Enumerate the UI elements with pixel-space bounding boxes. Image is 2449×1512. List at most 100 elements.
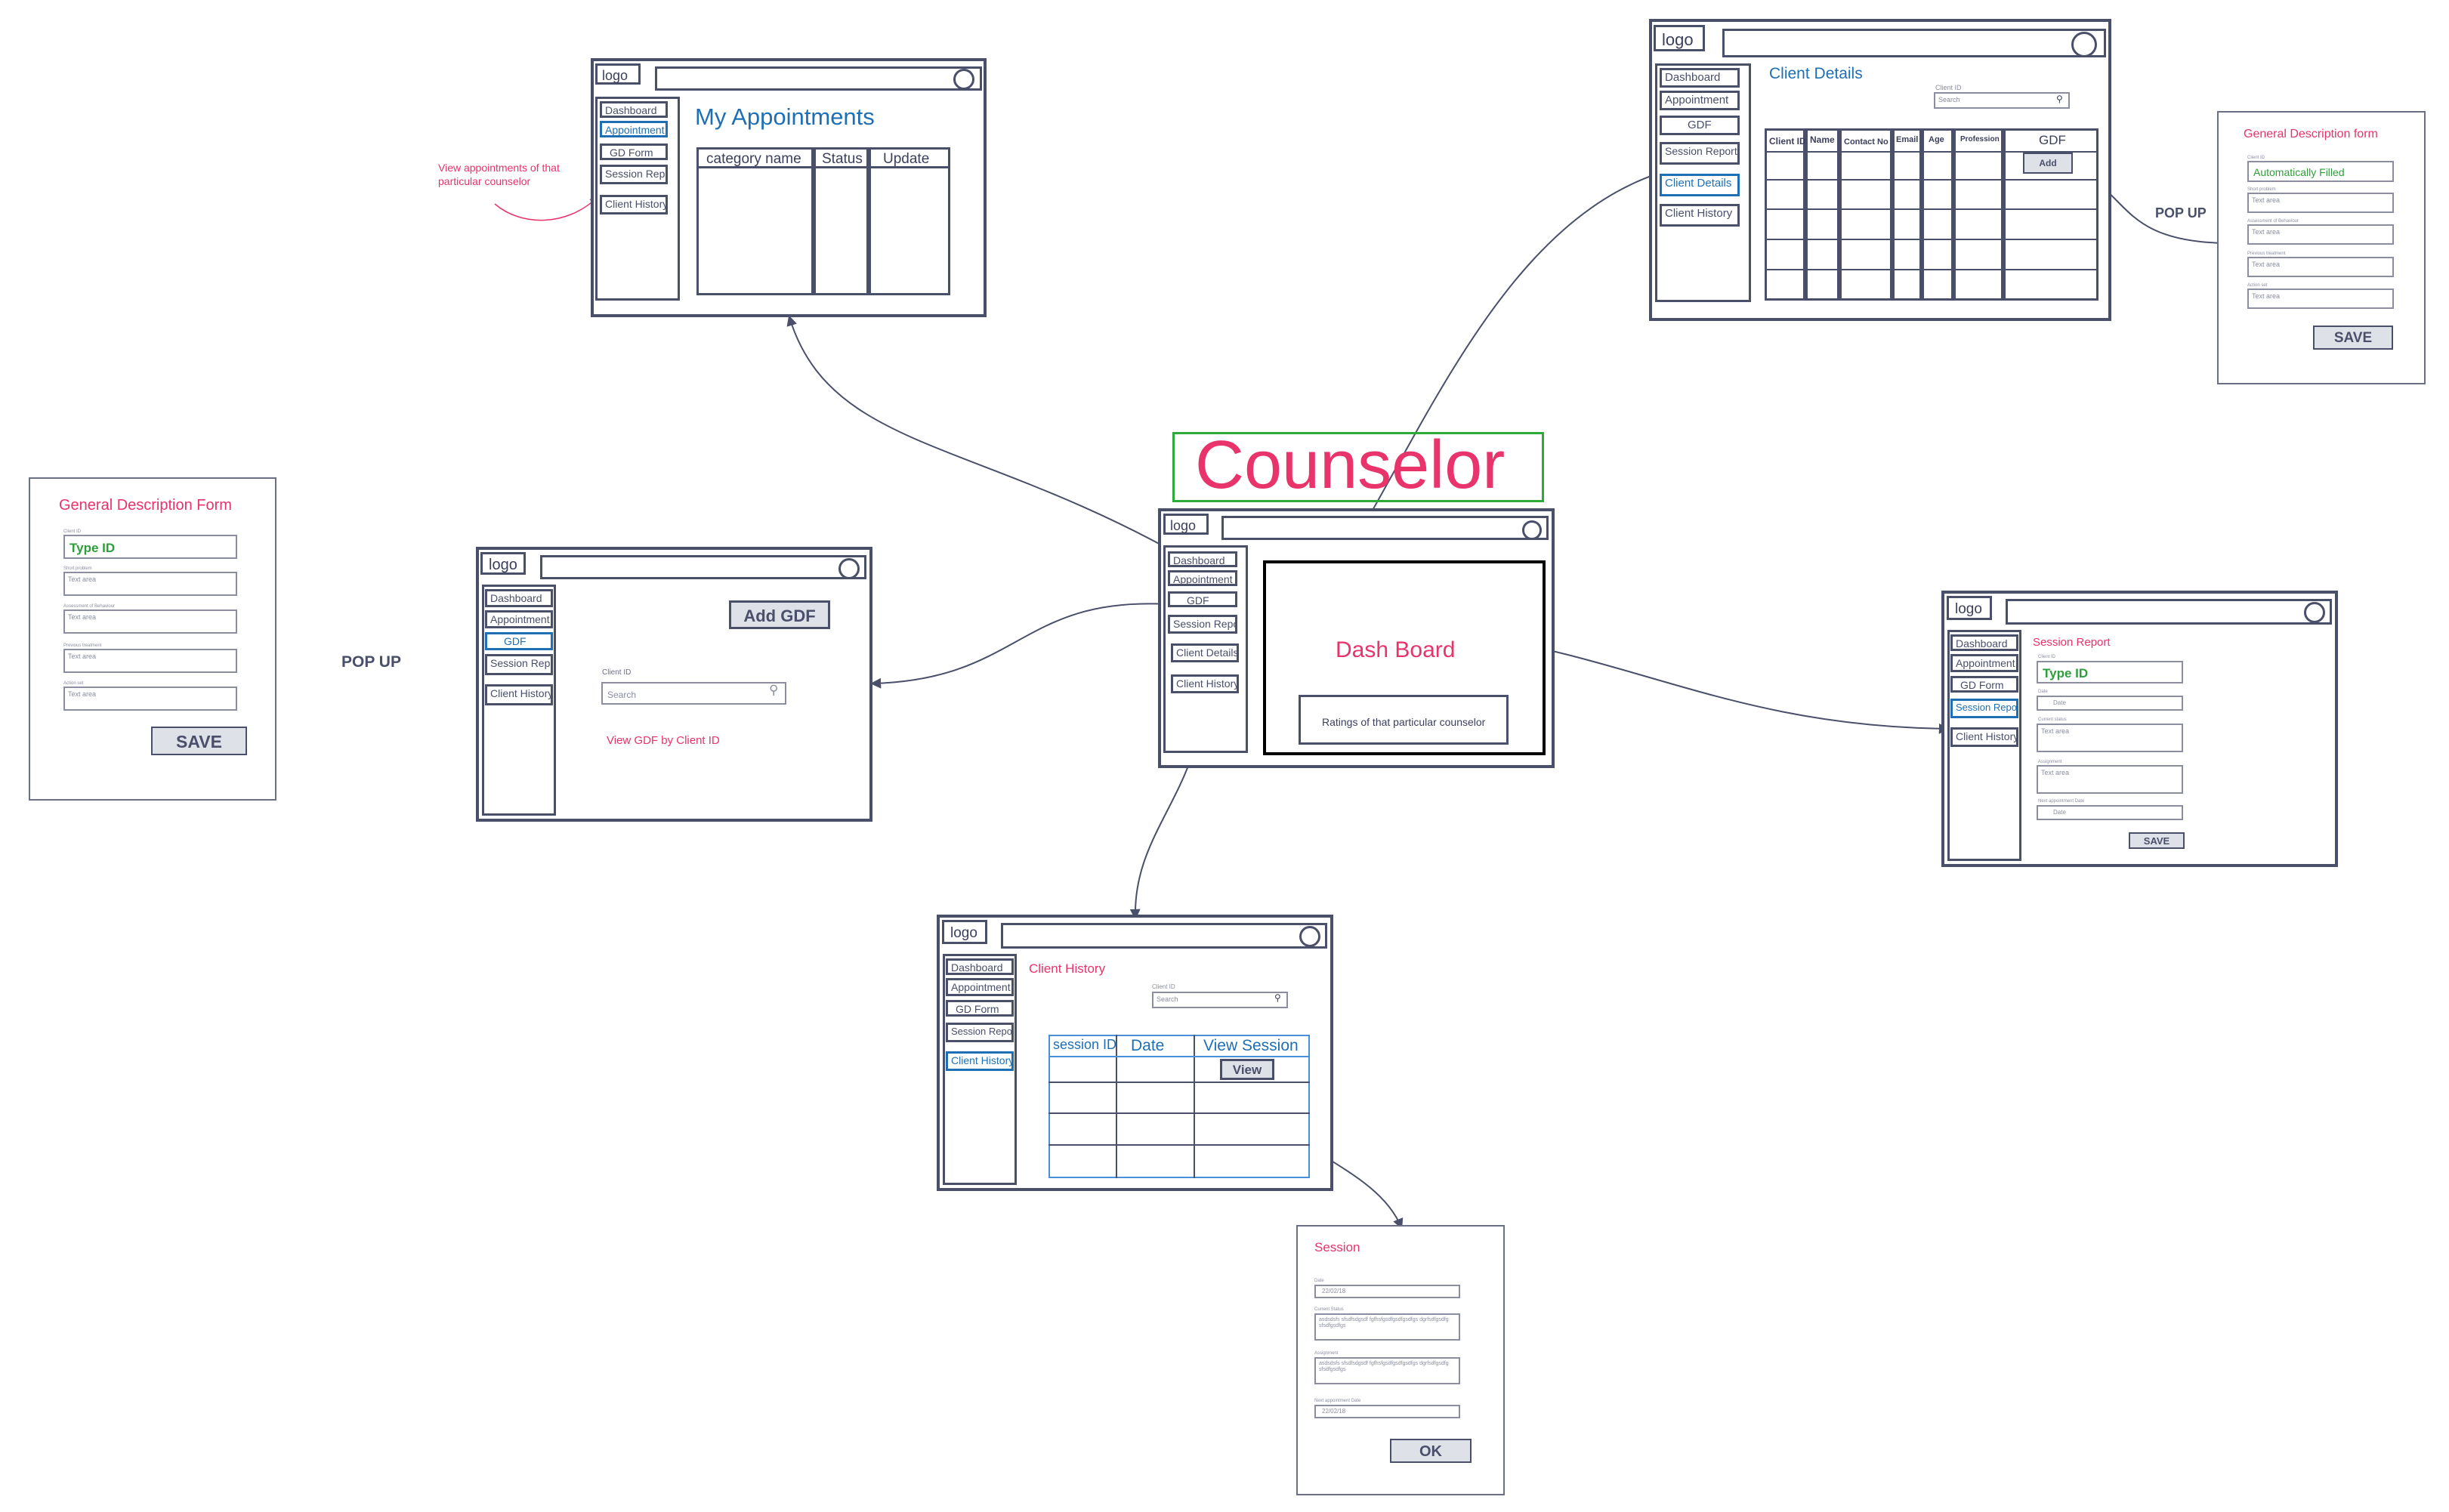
gdl-field-3[interactable]: Text area: [63, 649, 237, 673]
gdr-field-1[interactable]: Text area: [2247, 193, 2394, 213]
gdr-save-button[interactable]: SAVE: [2313, 326, 2393, 350]
sr-nav-appointment[interactable]: Appointment: [1950, 654, 2018, 672]
client-details-nav-client-history[interactable]: Client History: [1660, 204, 1740, 227]
appointments-nav-dashboard[interactable]: Dashboard: [600, 101, 668, 118]
gdl-save-button[interactable]: SAVE: [151, 727, 247, 755]
gdl-field-2[interactable]: Text area: [63, 609, 237, 634]
ch-nav-session-report[interactable]: Session Report: [946, 1023, 1014, 1042]
gdr-label-0: Client ID: [2247, 156, 2265, 160]
gdl-field-4[interactable]: Text area: [63, 687, 237, 711]
gdf-nav-gdf[interactable]: GDF: [485, 632, 553, 650]
ch-table: [1048, 1035, 1310, 1178]
dashboard-search-bar[interactable]: [1221, 516, 1549, 540]
dashboard-panel: [1263, 560, 1546, 755]
gdf-profile-icon[interactable]: [838, 558, 860, 579]
client-details-profile-icon[interactable]: [2071, 32, 2097, 57]
ch-nav-dashboard[interactable]: Dashboard: [946, 958, 1014, 975]
ch-col-line-2: [1194, 1035, 1195, 1178]
cd-col-name: Name: [1805, 128, 1839, 301]
ch-search-icon: ⚲: [1274, 992, 1281, 1003]
sr-status-area[interactable]: Text area: [2037, 724, 2183, 752]
gdr-field-2[interactable]: Text area: [2247, 224, 2394, 245]
ch-nav-client-history[interactable]: Client History: [946, 1051, 1014, 1071]
gdl-client-id-input[interactable]: Type ID: [63, 535, 237, 559]
cd-add-button[interactable]: Add: [2023, 153, 2073, 174]
client-details-search-bar[interactable]: [1722, 29, 2106, 57]
gdf-note: View GDF by Client ID: [607, 734, 720, 747]
client-history-logo: logo: [942, 920, 987, 944]
session-report-search-bar[interactable]: [2006, 599, 2332, 625]
client-details-nav-appointment[interactable]: Appointment: [1660, 91, 1740, 110]
sidebar-item-client-history[interactable]: Client History: [1171, 674, 1239, 693]
appointments-search-bar[interactable]: [655, 66, 982, 91]
gdr-field-4[interactable]: Text area: [2247, 289, 2394, 309]
sidebar-item-client-details[interactable]: Client Details: [1171, 643, 1239, 662]
appointments-col-status: Status: [814, 147, 869, 295]
ch-row-line-3: [1048, 1112, 1310, 1114]
sidebar-item-session-report[interactable]: Session Report: [1168, 615, 1237, 634]
sidebar-item-dashboard[interactable]: Dashboard: [1168, 551, 1237, 567]
dashboard-logo: logo: [1163, 514, 1209, 535]
sr-label-1: Date: [2038, 690, 2048, 694]
appointments-nav-session-report[interactable]: Session Report: [600, 165, 668, 184]
session-label-3: Next appointment Date: [1314, 1399, 1361, 1403]
client-details-nav-dashboard[interactable]: Dashboard: [1660, 68, 1740, 88]
ch-row-line-1: [1048, 1056, 1310, 1057]
gdf-nav-appointment[interactable]: Appointment: [485, 610, 553, 628]
client-history-profile-icon[interactable]: [1299, 926, 1320, 947]
client-details-nav-client-details[interactable]: Client Details: [1660, 174, 1740, 196]
sr-next-date-input[interactable]: Date: [2037, 805, 2183, 820]
client-details-search-input[interactable]: Search: [1934, 92, 2070, 109]
appointments-nav-client-history[interactable]: Client History: [600, 195, 668, 214]
gdr-label-2: Assessment of Behaviour: [2247, 219, 2299, 224]
gdf-nav-dashboard[interactable]: Dashboard: [485, 589, 553, 607]
sr-save-button[interactable]: SAVE: [2129, 832, 2185, 849]
sr-nav-gd-form[interactable]: GD Form: [1950, 676, 2018, 693]
client-history-search-bar[interactable]: [1001, 923, 1327, 949]
gdr-client-id-input[interactable]: Automatically Filled: [2247, 161, 2394, 182]
sr-nav-client-history[interactable]: Client History: [1950, 727, 2018, 747]
session-ok-button[interactable]: OK: [1390, 1439, 1472, 1463]
sidebar-item-gdf[interactable]: GDF: [1168, 591, 1237, 607]
ch-view-button[interactable]: View: [1220, 1059, 1274, 1080]
client-details-heading: Client Details: [1769, 65, 1863, 82]
sr-date-input[interactable]: Date: [2037, 696, 2183, 711]
gdl-label-1: Short problem: [63, 566, 92, 571]
sr-nav-session-report[interactable]: Session Report: [1950, 699, 2018, 718]
ch-nav-gd-form[interactable]: GD Form: [946, 1000, 1014, 1017]
client-details-nav-gdf[interactable]: GDF: [1660, 116, 1740, 135]
session-assignment-field: asdsdsfs sfsdfsdgsdf fgfhsfgsdfgsdfgsdfg…: [1314, 1357, 1460, 1384]
gdf-nav-client-history[interactable]: Client History: [485, 684, 553, 705]
sr-nav-dashboard[interactable]: Dashboard: [1950, 634, 2018, 651]
gdr-field-3[interactable]: Text area: [2247, 257, 2394, 277]
sidebar-item-appointment[interactable]: Appointment: [1168, 570, 1237, 586]
ratings-box: Ratings of that particular counselor: [1299, 695, 1509, 745]
appointments-nav-appointment[interactable]: Appointment: [600, 121, 668, 137]
client-details-nav-session-report[interactable]: Session Report: [1660, 142, 1740, 165]
client-details-logo: logo: [1654, 25, 1705, 51]
sr-type-id-input[interactable]: Type ID: [2037, 661, 2183, 683]
sr-assignment-area[interactable]: Text area: [2037, 765, 2183, 794]
gdl-field-1[interactable]: Text area: [63, 572, 237, 596]
gdf-search-bar[interactable]: [540, 555, 866, 579]
session-report-heading: Session Report: [2033, 636, 2111, 649]
appointments-nav-gd-form[interactable]: GD Form: [600, 143, 668, 160]
cd-col-age: Age: [1922, 128, 1953, 301]
ch-nav-appointment[interactable]: Appointment: [946, 978, 1014, 996]
cd-row-line-1: [1765, 151, 2098, 153]
appointments-profile-icon[interactable]: [953, 69, 974, 90]
gdr-label-3: Previous treatment: [2247, 251, 2286, 256]
ch-search-input[interactable]: Search: [1152, 992, 1288, 1008]
cd-col-profession: Profession: [1953, 128, 2003, 301]
gdr-label-4: Action set: [2247, 283, 2268, 288]
session-label-2: Assignment: [1314, 1351, 1339, 1356]
add-gdf-button[interactable]: Add GDF: [729, 600, 830, 629]
ch-col-date: Date: [1131, 1037, 1165, 1054]
dashboard-profile-icon[interactable]: [1522, 520, 1542, 540]
gdf-nav-session-report[interactable]: Session Report: [485, 654, 553, 675]
appointments-heading: My Appointments: [695, 103, 875, 130]
client-history-heading: Client History: [1029, 961, 1106, 976]
appointments-note: View appointments of that particular cou…: [438, 162, 560, 187]
session-report-profile-icon[interactable]: [2304, 602, 2325, 623]
gdf-search-input[interactable]: Search: [601, 682, 786, 705]
